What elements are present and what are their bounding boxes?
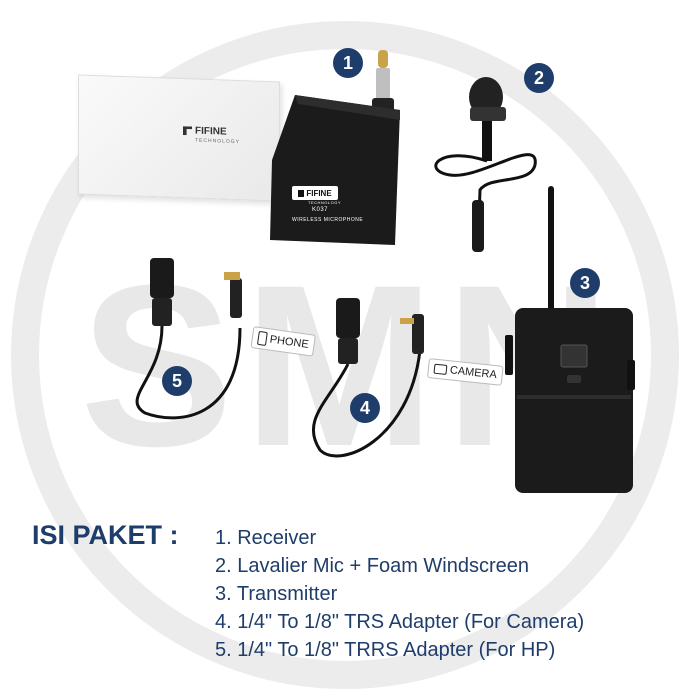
package-item-trs-adapter: 4. 1/4" To 1/8" TRS Adapter (For Camera) bbox=[215, 611, 585, 633]
package-list: 1. Receiver 2. Lavalier Mic + Foam Winds… bbox=[215, 524, 584, 664]
package-item-transmitter: 3. Transmitter bbox=[215, 583, 338, 605]
receiver-caption: WIRELESS MICROPHONE bbox=[292, 217, 364, 223]
lavalier-mic bbox=[434, 77, 537, 252]
box-logo-icon bbox=[183, 126, 192, 135]
badge-trrs-adapter: 5 bbox=[162, 366, 192, 396]
receiver-logo: FIFINE bbox=[292, 186, 338, 200]
phone-icon bbox=[256, 330, 268, 347]
camera-icon bbox=[433, 363, 448, 375]
badge-receiver: 1 bbox=[333, 48, 363, 78]
package-title: ISI PAKET : bbox=[32, 520, 179, 550]
receiver-brand-sub: TECHNOLOGY bbox=[308, 200, 342, 205]
badge-transmitter: 3 bbox=[570, 268, 600, 298]
adapter-trs bbox=[312, 298, 424, 458]
badge-lavalier: 2 bbox=[524, 63, 554, 93]
badge-trs-adapter: 4 bbox=[350, 393, 380, 423]
receiver-logo-icon bbox=[298, 189, 305, 197]
receiver-model: K037 bbox=[312, 207, 329, 213]
box-brand-sub: TECHNOLOGY bbox=[195, 137, 241, 146]
box-brand: FIFINE bbox=[195, 125, 227, 138]
transmitter-device bbox=[505, 186, 635, 493]
package-item-lavalier: 2. Lavalier Mic + Foam Windscreen bbox=[215, 555, 530, 577]
receiver-device bbox=[270, 50, 400, 245]
package-item-trrs-adapter: 5. 1/4" To 1/8" TRRS Adapter (For HP) bbox=[215, 639, 556, 661]
adapter-trrs bbox=[135, 258, 242, 420]
package-item-receiver: 1. Receiver bbox=[215, 527, 317, 549]
